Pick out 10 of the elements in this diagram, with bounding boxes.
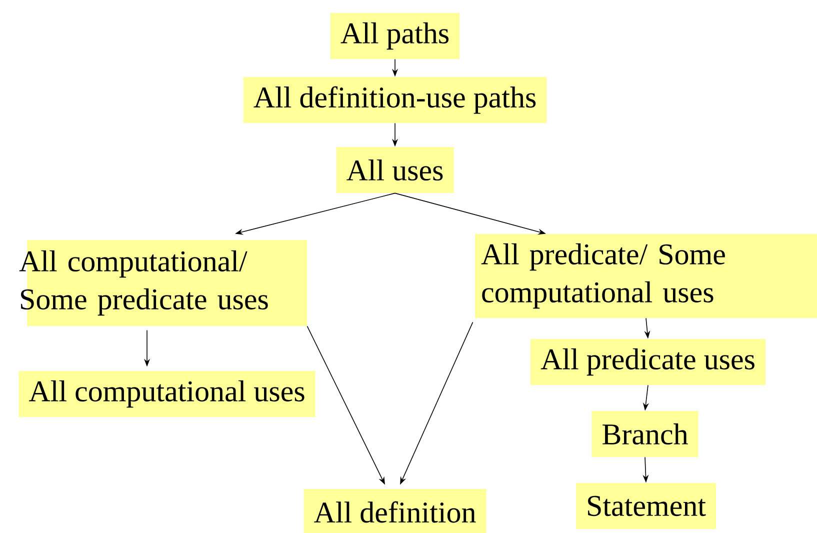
text-box: All paths — [330, 13, 460, 59]
text-box: All predicate/ Some computational uses — [475, 234, 817, 318]
text-box: All computational uses — [18, 371, 316, 417]
text-box: All definition — [304, 488, 486, 533]
text-box: Statement — [576, 482, 716, 529]
text-box: All uses — [336, 147, 454, 193]
text-box: All definition-use paths — [243, 77, 547, 123]
text-box: All computational/ Some predicate uses — [19, 240, 307, 326]
text-box: Branch — [592, 410, 698, 457]
text-box: All predicate uses — [530, 338, 766, 385]
